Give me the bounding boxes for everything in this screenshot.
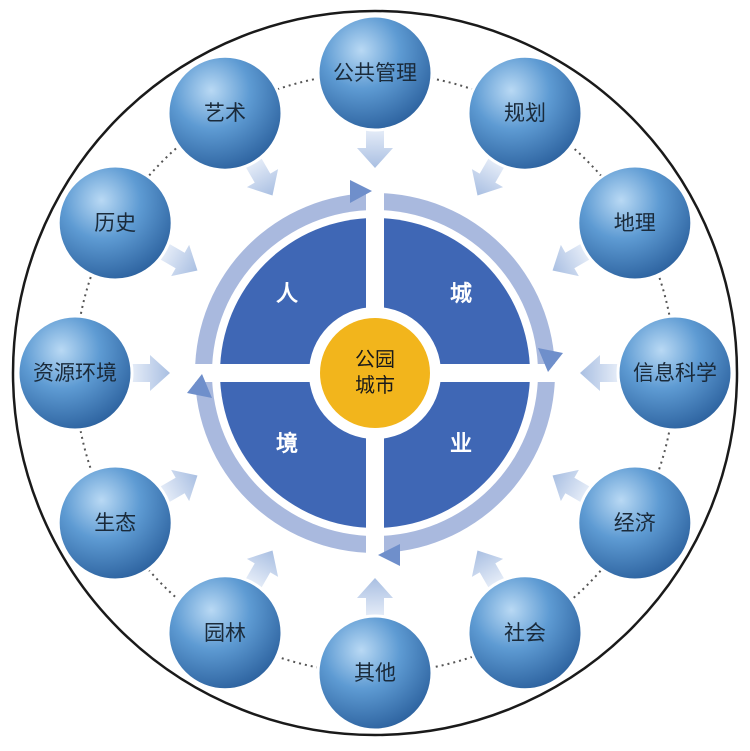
discipline-node-label: 经济 — [614, 511, 656, 535]
discipline-node-label: 信息科学 — [633, 361, 717, 385]
discipline-node-label: 资源环境 — [33, 361, 117, 385]
cycle-arrowhead-left — [187, 374, 212, 398]
discipline-node-label: 园林 — [204, 621, 246, 645]
quadrant-label-4: 境 — [276, 431, 298, 457]
cycle-arrowhead-bottom — [378, 544, 400, 566]
discipline-node-label: 艺术 — [204, 101, 246, 125]
discipline-node: 园林 — [166, 574, 284, 692]
discipline-node-label: 公共管理 — [333, 61, 417, 85]
discipline-node-label: 地理 — [614, 211, 656, 235]
discipline-node-circle — [56, 164, 174, 282]
discipline-node-circle — [316, 614, 434, 732]
inward-arrow-4 — [580, 355, 624, 391]
discipline-node-circle — [616, 314, 734, 432]
center-label-line1: 公园 — [355, 347, 395, 371]
discipline-node-circle — [166, 574, 284, 692]
discipline-node-circle — [576, 464, 694, 582]
discipline-node-circle — [316, 14, 434, 132]
quadrant-label-1: 人 — [276, 282, 298, 307]
center-circle — [320, 318, 430, 428]
discipline-node: 规划 — [466, 54, 584, 172]
outer-boundary-ring — [11, 9, 739, 737]
discipline-node: 生态 — [56, 464, 174, 582]
discipline-node: 艺术 — [166, 54, 284, 172]
cycle-arrowhead-top — [350, 180, 372, 203]
discipline-node: 经济 — [576, 464, 694, 582]
discipline-node-circle — [466, 54, 584, 172]
quadrant-label-3: 业 — [450, 432, 472, 457]
discipline-node-circle — [466, 574, 584, 692]
discipline-node-circle — [16, 314, 134, 432]
discipline-node-label: 生态 — [94, 511, 136, 535]
discipline-node-label: 社会 — [504, 621, 546, 645]
discipline-node: 历史 — [56, 164, 174, 282]
discipline-node-label: 其他 — [354, 661, 396, 685]
quadrant-label-2: 城 — [450, 281, 472, 307]
discipline-node: 资源环境 — [16, 314, 134, 432]
discipline-node-circle — [166, 54, 284, 172]
inward-arrow-10 — [126, 355, 170, 391]
discipline-node: 地理 — [576, 164, 694, 282]
cycle-arrowhead-right — [538, 348, 563, 372]
discipline-node-circle — [576, 164, 694, 282]
discipline-node: 其他 — [316, 614, 434, 732]
discipline-node-circle — [56, 464, 174, 582]
discipline-node: 公共管理 — [316, 14, 434, 132]
center-label-line2: 城市 — [355, 373, 395, 397]
inward-arrow-7 — [357, 578, 393, 622]
discipline-node: 信息科学 — [616, 314, 734, 432]
discipline-node-label: 历史 — [94, 211, 136, 235]
inward-arrow-1 — [357, 124, 393, 168]
discipline-node: 社会 — [466, 574, 584, 692]
discipline-node-label: 规划 — [504, 101, 546, 125]
